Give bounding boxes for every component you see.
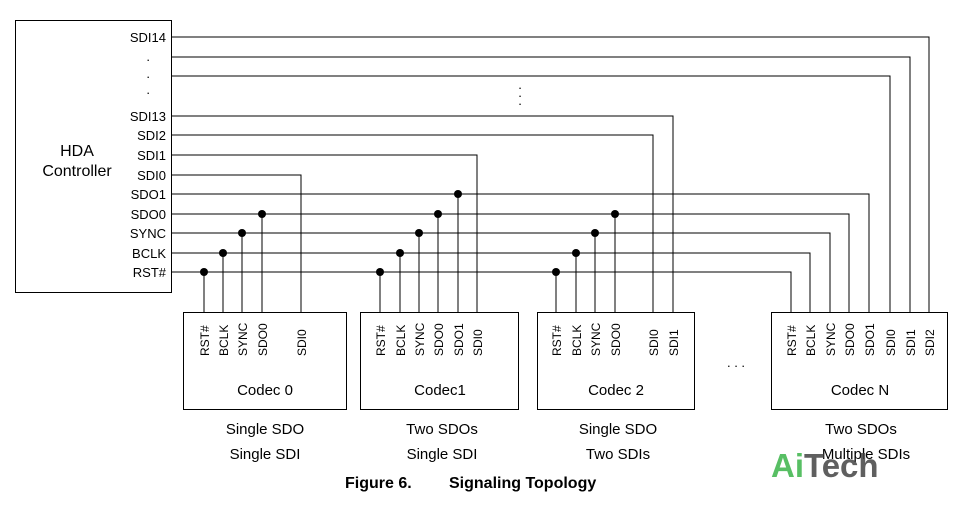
pin-label-rst: RST# <box>133 265 167 280</box>
codec-n-pin-sdi2: SDI2 <box>923 329 937 356</box>
sdi-line-upper-b <box>171 75 891 312</box>
codec-1-pin-sync: SYNC <box>413 322 427 356</box>
junction-dot <box>258 210 266 218</box>
ellipsis-dot: . <box>146 82 150 97</box>
codec-n-pin-sdo0: SDO0 <box>843 323 857 356</box>
codec-2-taps <box>555 214 616 312</box>
ellipsis-dot: . <box>518 77 522 92</box>
junction-dot <box>611 210 619 218</box>
codec-n-pin-sdo1: SDO1 <box>863 323 877 356</box>
codec-0-title: Codec 0 <box>237 382 293 399</box>
codec-2-pin-sdo0: SDO0 <box>609 323 623 356</box>
controller-title-line2: Controller <box>42 163 112 180</box>
codec-2-pin-rst: RST# <box>550 325 564 356</box>
codec-2-pin-sdi1: SDI1 <box>667 329 681 356</box>
controller-title-line1: HDA <box>60 143 94 160</box>
codec-0-box <box>183 312 347 410</box>
codec-n-pin-bclk: BCLK <box>804 325 818 356</box>
junction-dot <box>591 229 599 237</box>
junction-dot <box>219 249 227 257</box>
codec-0-caption-1: Single SDO <box>225 421 305 438</box>
junction-dots <box>200 190 619 276</box>
codec-0-caption-2: Single SDI <box>229 446 301 463</box>
watermark-ai: Ai <box>771 447 804 484</box>
watermark-tech: Tech <box>804 447 879 484</box>
codec-2-caption-2: Two SDIs <box>585 446 651 463</box>
codec-2-pin-bclk: BCLK <box>570 325 584 356</box>
ellipsis-dot: . <box>518 85 522 100</box>
codec-1-box <box>360 312 519 410</box>
sdi2-line <box>171 134 654 312</box>
junction-dot <box>238 229 246 237</box>
codec-0-pin-rst: RST# <box>198 325 212 356</box>
sync-line <box>171 232 831 312</box>
codec-0-pin-bclk: BCLK <box>217 325 231 356</box>
pin-label-sdo0: SDO0 <box>131 207 166 222</box>
sdi-line-upper-a <box>171 56 911 312</box>
codec-1-pin-sdo1: SDO1 <box>452 323 466 356</box>
sdo1-line <box>171 193 870 312</box>
codec-n-title: Codec N <box>831 382 889 399</box>
sdo0-line <box>171 213 850 312</box>
codec-2-title: Codec 2 <box>588 382 644 399</box>
junction-dot <box>572 249 580 257</box>
rst-line <box>171 271 792 312</box>
figure-number: Figure 6. <box>345 475 412 492</box>
codec-n-pin-sdi1: SDI1 <box>904 329 918 356</box>
codec-1-taps <box>379 194 459 312</box>
codec-0-pin-sync: SYNC <box>236 322 250 356</box>
codec-1-pin-bclk: BCLK <box>394 325 408 356</box>
codec-n-pin-sync: SYNC <box>824 322 838 356</box>
codec-1-caption-1: Two SDOs <box>406 421 478 438</box>
codec-2-caption-1: Single SDO <box>578 421 658 438</box>
sdi14-line <box>171 36 930 312</box>
codec-n-box <box>771 312 948 410</box>
sdi0-line <box>171 174 302 312</box>
junction-dot <box>552 268 560 276</box>
hda-controller-box <box>15 20 172 293</box>
codec-n-caption-1: Two SDOs <box>825 421 897 438</box>
codec-2-pin-sync: SYNC <box>589 322 603 356</box>
codec-1-title: Codec1 <box>414 382 466 399</box>
junction-dot <box>396 249 404 257</box>
junction-dot <box>434 210 442 218</box>
pin-label-sdi14: SDI14 <box>130 30 166 45</box>
figure-title: Signaling Topology <box>449 475 597 492</box>
sdi1-line <box>171 154 478 312</box>
codec-1-caption-2: Single SDI <box>406 446 478 463</box>
pin-label-sync: SYNC <box>130 226 166 241</box>
codec-n-pin-sdi0: SDI0 <box>884 329 898 356</box>
codec-0-pin-sdi0: SDI0 <box>295 329 309 356</box>
codec-0-pin-sdo0: SDO0 <box>256 323 270 356</box>
codec-1-pin-rst: RST# <box>374 325 388 356</box>
pin-label-sdi13: SDI13 <box>130 109 166 124</box>
ellipsis-dot: . <box>146 66 150 81</box>
pin-label-sdi2: SDI2 <box>137 128 166 143</box>
bclk-line <box>171 252 811 312</box>
codec-2-box <box>537 312 695 410</box>
junction-dot <box>200 268 208 276</box>
pin-label-sdi1: SDI1 <box>137 148 166 163</box>
pin-label-sdi0: SDI0 <box>137 168 166 183</box>
codec-0-taps <box>203 214 263 312</box>
between-codecs-ellipsis: . . . <box>727 355 745 370</box>
junction-dot <box>454 190 462 198</box>
junction-dot <box>415 229 423 237</box>
codec-2-pin-sdi0: SDI0 <box>647 329 661 356</box>
aitech-watermark-logo: AiTech <box>771 446 879 486</box>
codec-n-caption-2: Multiple SDIs <box>821 446 911 463</box>
codec-n-pin-rst: RST# <box>785 325 799 356</box>
codec-1-pin-sdi0: SDI0 <box>471 329 485 356</box>
ellipsis-dot: . <box>518 93 522 108</box>
sdi13-line <box>171 115 674 312</box>
junction-dot <box>376 268 384 276</box>
ellipsis-dot: . <box>146 49 150 64</box>
pin-label-bclk: BCLK <box>132 246 166 261</box>
pin-label-sdo1: SDO1 <box>131 187 166 202</box>
codec-1-pin-sdo0: SDO0 <box>432 323 446 356</box>
